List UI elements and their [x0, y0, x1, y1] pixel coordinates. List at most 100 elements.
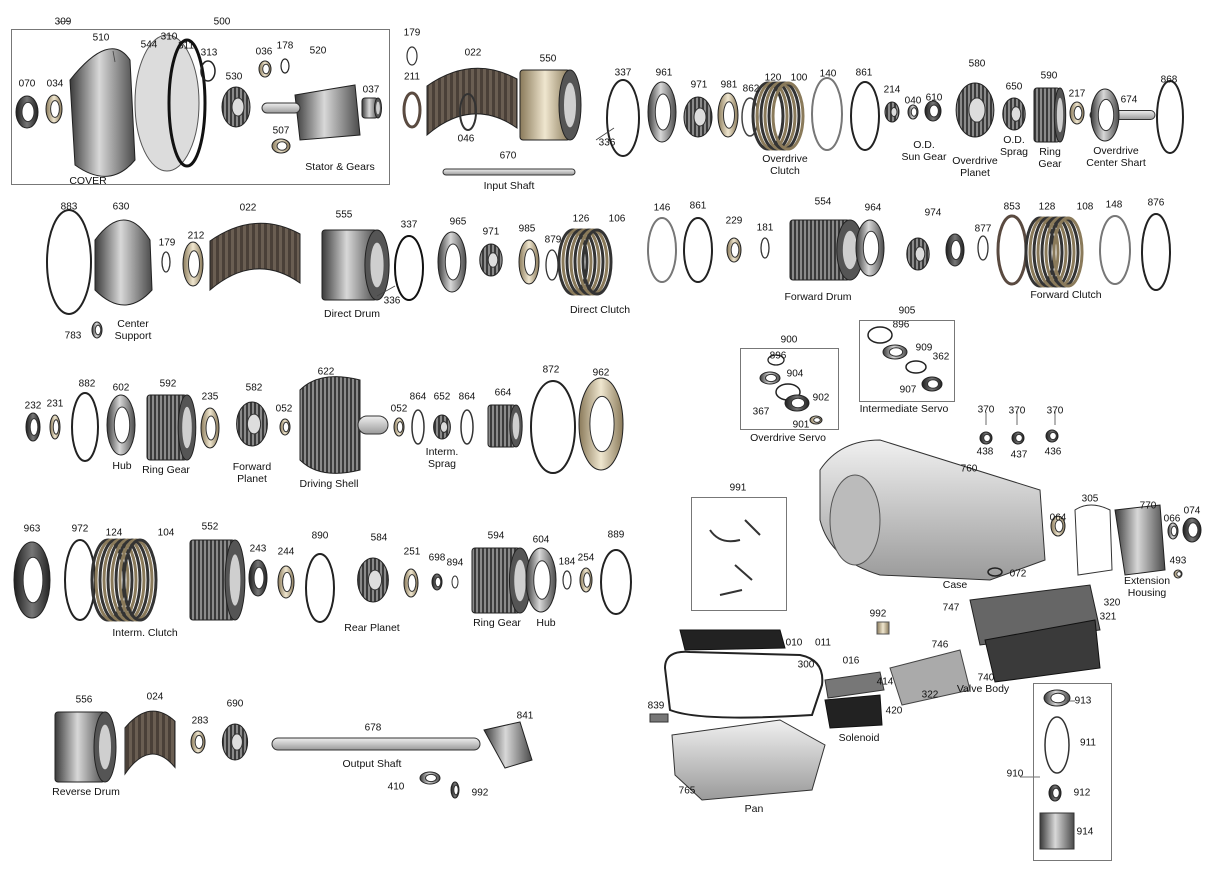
part-number-label: 883 — [60, 201, 78, 213]
part-number-label: 184 — [558, 556, 576, 568]
part-number-label: 120 — [764, 72, 782, 84]
od-sprag-650 — [1002, 97, 1026, 131]
forward-clutch-pack — [1024, 216, 1084, 288]
part-number-label: 064 — [1049, 512, 1067, 524]
part-number-label: 106 — [608, 213, 626, 225]
part-number-label: 900 — [780, 334, 798, 346]
ring-889 — [600, 549, 632, 615]
part-number-label: 140 — [819, 68, 837, 80]
part-number-label: 590 — [1040, 70, 1058, 82]
part-number-label: 965 — [449, 216, 467, 228]
plate-146 — [647, 217, 677, 283]
part-number-label: 747 — [942, 602, 960, 614]
part-number-label: 046 — [457, 133, 475, 145]
part-number-label: 902 — [812, 392, 830, 404]
part-number-label: 507 — [272, 125, 290, 137]
valve-body-740 — [984, 619, 1101, 683]
part-caption: Ring Gear — [1038, 146, 1062, 170]
part-number-label: 913 — [1074, 695, 1092, 707]
driving-shell — [299, 376, 361, 474]
part-number-label: 254 — [577, 552, 595, 564]
sprag-971b — [479, 243, 503, 277]
center-support — [94, 219, 153, 306]
part-number-label: 889 — [607, 529, 625, 541]
band-024 — [124, 710, 176, 776]
part-number-label: 783 — [64, 330, 82, 342]
part-caption: Forward Drum — [784, 291, 852, 303]
bushing-034 — [45, 94, 63, 124]
od-planet-580 — [955, 82, 995, 138]
part-caption: Interm. Clutch — [112, 627, 178, 639]
part-caption: Rear Planet — [344, 622, 400, 634]
part-974 — [906, 237, 930, 271]
part-number-label: 370 — [977, 404, 995, 416]
part-number-label: 861 — [689, 200, 707, 212]
part-number-label: 010 — [785, 637, 803, 649]
part-number-label: 022 — [464, 47, 482, 59]
part-number-label: 211 — [404, 71, 420, 83]
spring-911 — [1044, 716, 1070, 774]
part-number-label: 985 — [518, 223, 536, 235]
part-number-label: 664 — [494, 387, 512, 399]
filter-010 — [679, 629, 786, 651]
part-number-label: 310 — [160, 31, 178, 43]
washer-244 — [277, 565, 295, 599]
part-number-label: 232 — [24, 400, 42, 412]
part-number-label: 104 — [157, 527, 175, 539]
part-number-label: 016 — [842, 655, 860, 667]
harness-016 — [824, 671, 885, 699]
part-number-label: 864 — [409, 391, 427, 403]
gear-690 — [221, 723, 249, 761]
part-number-label: 971 — [482, 226, 500, 238]
leader-line — [595, 127, 615, 141]
gasket-305 — [1074, 504, 1113, 576]
part-number-label: 309 — [54, 16, 72, 28]
part-number-label: 305 — [1081, 493, 1099, 505]
sensor-436 — [1045, 429, 1059, 443]
part-caption: O.D. Sun Gear — [901, 139, 947, 163]
part-number-label: 740 — [977, 672, 995, 684]
part-number-label: 181 — [756, 222, 774, 234]
part-number-label: 036 — [255, 46, 273, 58]
ring-883 — [46, 209, 92, 315]
part-698 — [431, 573, 443, 591]
part-number-label: 011 — [815, 637, 831, 649]
part-number-label: 630 — [112, 201, 130, 213]
washer-235 — [200, 407, 220, 449]
part-number-label: 037 — [362, 84, 380, 96]
part-caption: Center Support — [114, 318, 152, 342]
part-number-label: 896 — [769, 350, 787, 362]
part-number-label: 128 — [1038, 201, 1056, 213]
part-number-label: 420 — [885, 705, 903, 717]
seal-074 — [1182, 517, 1202, 543]
seal-066 — [1167, 522, 1179, 540]
ring-894 — [451, 575, 459, 589]
ring-337 — [606, 79, 640, 157]
part-number-label: 022 — [239, 202, 257, 214]
rear-planet-584 — [357, 557, 389, 603]
part-number-label: 650 — [1005, 81, 1023, 93]
part-number-label: 622 — [317, 366, 335, 378]
drum-550 — [519, 69, 582, 141]
stator-shaft — [261, 102, 301, 114]
part-number-label: 243 — [249, 543, 267, 555]
part-caption: Overdrive Planet — [952, 155, 998, 179]
ring-872 — [530, 380, 576, 474]
bushing-036 — [258, 60, 272, 78]
solenoid-block — [824, 694, 883, 729]
part-number-label: 212 — [187, 230, 205, 242]
part-number-label: 100 — [790, 72, 808, 84]
overdrive-servo-box — [740, 348, 839, 430]
ring-877 — [977, 235, 989, 261]
sensor-437 — [1011, 431, 1025, 445]
part-number-label: 911 — [1080, 737, 1096, 749]
part-number-label: 283 — [191, 715, 209, 727]
part-number-label: 971 — [690, 79, 708, 91]
part-number-label: 410 — [387, 781, 405, 793]
part-number-label: 229 — [725, 215, 743, 227]
part-number-label: 555 — [335, 209, 353, 221]
output-shaft — [271, 737, 481, 751]
part-number-label: 437 — [1010, 449, 1028, 461]
part-number-label: 912 — [1073, 787, 1091, 799]
